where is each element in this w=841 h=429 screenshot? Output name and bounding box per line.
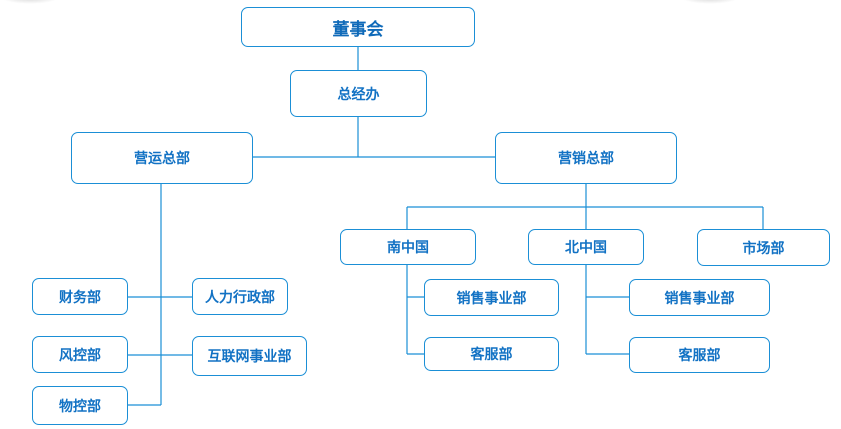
node-south-china: 南中国 (340, 229, 476, 265)
decorative-shadow-right (680, 0, 740, 4)
node-north-sales: 销售事业部 (629, 279, 770, 316)
node-market-dept: 市场部 (697, 229, 830, 266)
node-finance: 财务部 (32, 278, 128, 315)
node-north-china: 北中国 (528, 229, 644, 265)
node-risk-control: 风控部 (32, 336, 128, 373)
node-gm-office: 总经办 (290, 70, 427, 117)
node-internet-division: 互联网事业部 (192, 336, 307, 376)
node-operations-hq: 营运总部 (71, 132, 253, 184)
node-board: 董事会 (241, 7, 475, 47)
node-south-sales: 销售事业部 (424, 279, 559, 316)
node-logistics-control: 物控部 (32, 386, 128, 425)
node-marketing-hq: 营销总部 (495, 132, 677, 184)
node-south-service: 客服部 (424, 337, 559, 371)
decorative-shadow-left (0, 0, 60, 4)
node-hr-admin: 人力行政部 (192, 278, 288, 315)
node-north-service: 客服部 (629, 337, 770, 373)
